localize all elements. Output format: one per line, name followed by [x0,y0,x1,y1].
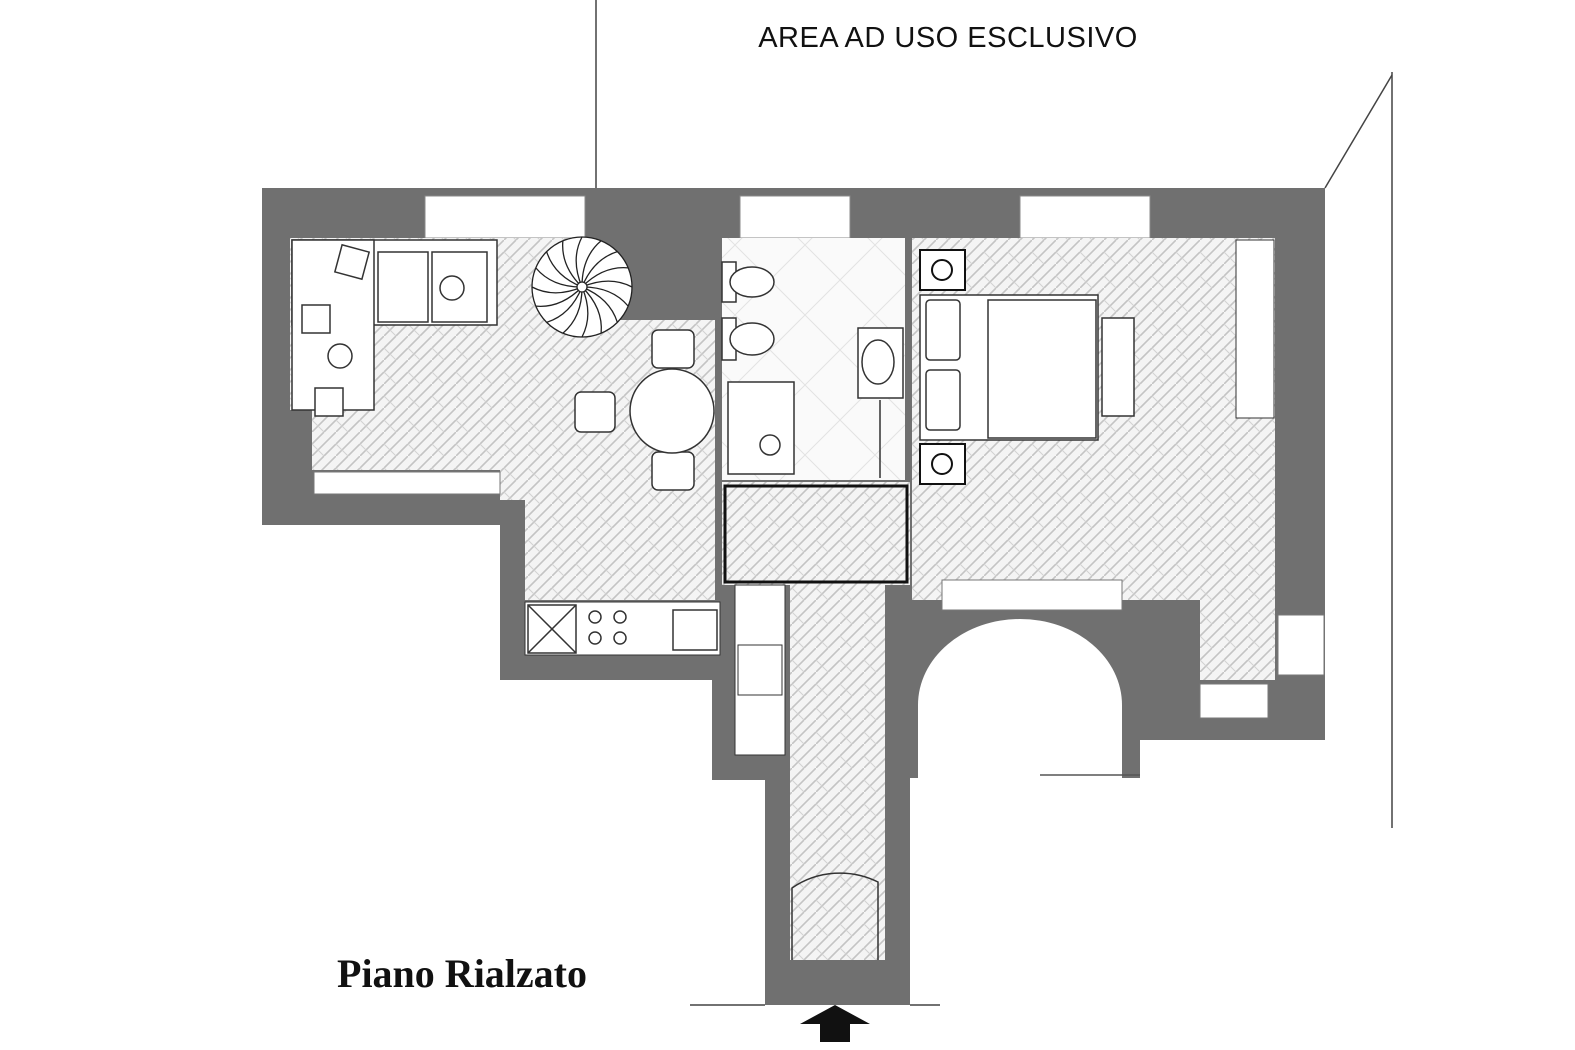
toilet-icon [721,317,775,361]
window [1019,195,1151,239]
entrance-door [791,872,879,960]
area-label: AREA AD USO ESCLUSIVO [758,22,1138,54]
entrance-arrow-icon [800,1005,870,1042]
hall [722,482,910,585]
cabinet [1277,614,1325,676]
boundary-line [1324,74,1393,189]
window [739,195,851,239]
dining-table-icon [574,329,715,491]
shower-icon [727,381,795,475]
closet [1235,239,1275,419]
spiral-stair-icon [531,236,633,338]
bed-icon [919,294,1135,441]
sink-icon [857,327,904,399]
floor-label: Piano Rialzato [337,951,587,996]
bidet-icon [721,261,775,303]
window [424,195,586,239]
stove-icon [527,604,718,654]
arch-opening [918,619,1122,778]
entrance-corridor [790,585,885,960]
nightstand-icon [919,249,966,485]
closet [941,579,1123,611]
cabinet [313,471,501,495]
cabinet [1199,683,1269,719]
sofa-icon [291,239,498,417]
